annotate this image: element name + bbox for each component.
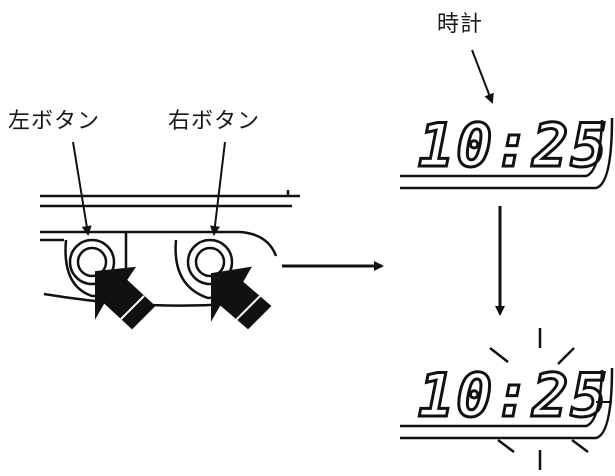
press-arrow-right: [211, 266, 272, 330]
flash-rays: [489, 328, 589, 470]
clock-label: 時計: [437, 12, 484, 37]
left-button-label: 左ボタン: [8, 109, 101, 134]
time-readout-normal: 10:25: [418, 111, 609, 181]
press-arrow-left: [95, 266, 156, 330]
right-button-label: 右ボタン: [168, 109, 261, 134]
display-normal: 10:25: [400, 110, 614, 190]
label-leader-lines: [72, 141, 226, 236]
clock-leader-line: [471, 49, 494, 104]
watch-body: [40, 190, 300, 307]
time-readout-flashing: 10:25: [418, 361, 609, 431]
display-flashing: 10:25: [400, 360, 614, 440]
